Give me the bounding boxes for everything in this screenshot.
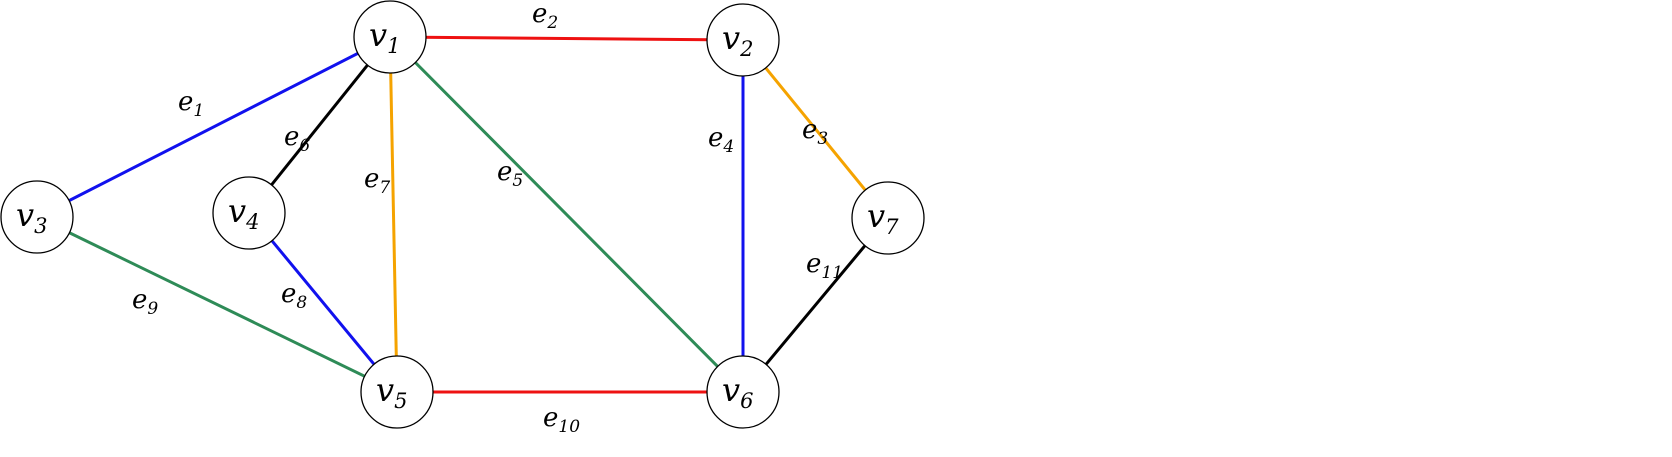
- node-v5: v5: [360, 355, 434, 429]
- edge-e11: [741, 217, 890, 393]
- node-circle: [706, 3, 780, 77]
- edge-label-e2: e2: [532, 0, 558, 33]
- node-circle: [353, 0, 427, 74]
- edge-e8: [247, 212, 399, 393]
- edge-labels-layer: e1 e2 e3 e4 e5 e6 e7 e8 e9 e10 e11: [132, 0, 843, 437]
- edge-label-e5: e5: [497, 157, 523, 191]
- node-label-v1: v1: [369, 16, 400, 58]
- node-circle: [360, 355, 434, 429]
- edge-label-e3: e3: [802, 115, 828, 149]
- node-circle: [706, 355, 780, 429]
- edge-label-e9: e9: [132, 285, 158, 319]
- node-v6: v6: [706, 355, 780, 429]
- node-circle: [851, 181, 925, 255]
- node-label-v3: v3: [16, 196, 47, 238]
- nodes-layer: v1 v2 v3 v4 v5 v6 v7: [0, 0, 925, 429]
- node-label-v5: v5: [376, 371, 407, 413]
- edge-e6: [247, 36, 392, 214]
- edge-label-e7: e7: [364, 164, 390, 198]
- edge-e5: [388, 35, 745, 394]
- edge-label-e11: e11: [806, 249, 843, 283]
- node-v7: v7: [851, 181, 925, 255]
- node-circle: [0, 180, 74, 254]
- edge-label-e8: e8: [281, 279, 307, 313]
- node-circle: [212, 176, 286, 250]
- edge-e9: [36, 215, 398, 394]
- node-label-v2: v2: [722, 19, 753, 61]
- edge-label-e6: e6: [284, 122, 310, 156]
- node-label-v4: v4: [228, 192, 259, 234]
- edge-e1: [36, 35, 391, 219]
- edge-label-e1: e1: [178, 87, 204, 121]
- node-label-v7: v7: [867, 197, 899, 239]
- edge-label-e4: e4: [708, 123, 734, 157]
- edges-layer: [36, 35, 890, 394]
- edge-e3: [741, 39, 890, 219]
- edge-e2: [389, 35, 744, 42]
- edge-label-e10: e10: [543, 403, 580, 437]
- node-v4: v4: [212, 176, 286, 250]
- edge-e7: [388, 36, 399, 393]
- node-v1: v1: [353, 0, 427, 74]
- node-v3: v3: [0, 180, 74, 254]
- node-v2: v2: [706, 3, 780, 77]
- node-label-v6: v6: [722, 371, 753, 413]
